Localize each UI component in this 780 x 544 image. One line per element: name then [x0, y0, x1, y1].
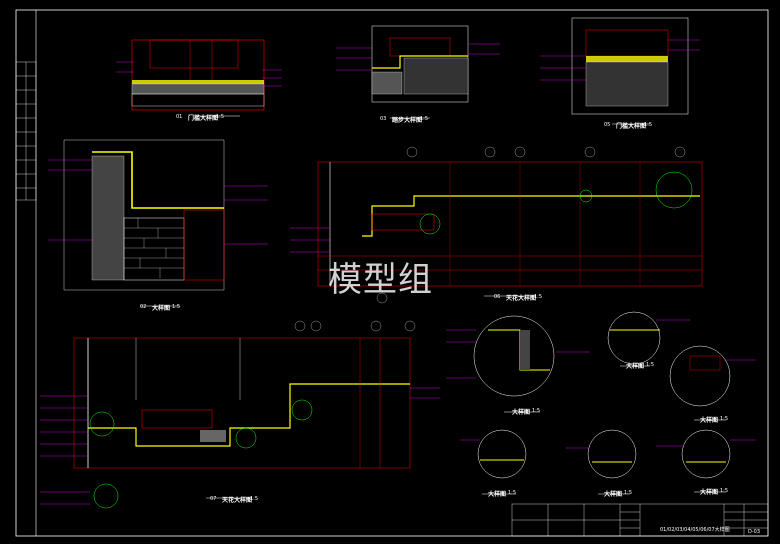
detail-05-scale: 1:5 [644, 122, 653, 128]
detail-05-drawing [540, 17, 700, 125]
detail-05-title: 门槛大样图 [616, 123, 647, 130]
detail-01-drawing [116, 39, 282, 117]
detail-d-scale: 1:5 [508, 490, 517, 496]
detail-02-title: 大样图 [152, 305, 171, 312]
detail-a-scale: 1:5 [532, 408, 541, 414]
binding-strip-table [15, 61, 37, 201]
detail-e-scale: 1:5 [624, 490, 633, 496]
detail-03-title: 踏步大样图 [392, 117, 423, 124]
sheet-border [15, 9, 769, 537]
detail-c-scale: 1:5 [720, 416, 729, 422]
detail-06-title: 天花大样图 [506, 295, 537, 302]
detail-a-title: 大样图 [512, 409, 531, 416]
detail-07-drawing [40, 320, 440, 509]
detail-01-number: 01 [176, 114, 183, 120]
detail-d-title: 大样图 [488, 491, 507, 498]
detail-06-number: 06 [494, 294, 501, 300]
detail-f-scale: 1:5 [720, 488, 729, 494]
title-block-grid [511, 503, 769, 537]
detail-b-title: 大样图 [626, 363, 645, 370]
detail-05-number: 05 [604, 122, 611, 128]
detail-02-scale: 1:5 [172, 304, 181, 310]
detail-f-title: 大样图 [700, 489, 719, 496]
detail-01-title: 门槛大样图 [188, 115, 219, 122]
detail-01-scale: 1:5 [216, 114, 225, 120]
drawing-title: 01/02/03/04/05/06/07大样图 [660, 527, 730, 533]
detail-06-scale: 1:5 [534, 294, 543, 300]
detail-03-scale: 1:5 [420, 116, 429, 122]
sheet-number: D-03 [748, 529, 761, 535]
detail-07-scale: 1:5 [250, 496, 259, 502]
detail-02-drawing [48, 139, 268, 307]
detail-c-title: 大样图 [700, 417, 719, 424]
detail-b-scale: 1:5 [646, 362, 655, 368]
watermark-text: 模型组 [328, 260, 433, 300]
circle-detail-group [446, 311, 756, 495]
detail-02-number: 02 [140, 304, 147, 310]
detail-e-title: 大样图 [604, 491, 623, 498]
detail-07-number: 07 [210, 496, 217, 502]
detail-03-number: 03 [380, 116, 387, 122]
detail-06-drawing [290, 146, 703, 304]
detail-03-drawing [336, 25, 500, 119]
detail-07-title: 天花大样图 [222, 497, 253, 504]
